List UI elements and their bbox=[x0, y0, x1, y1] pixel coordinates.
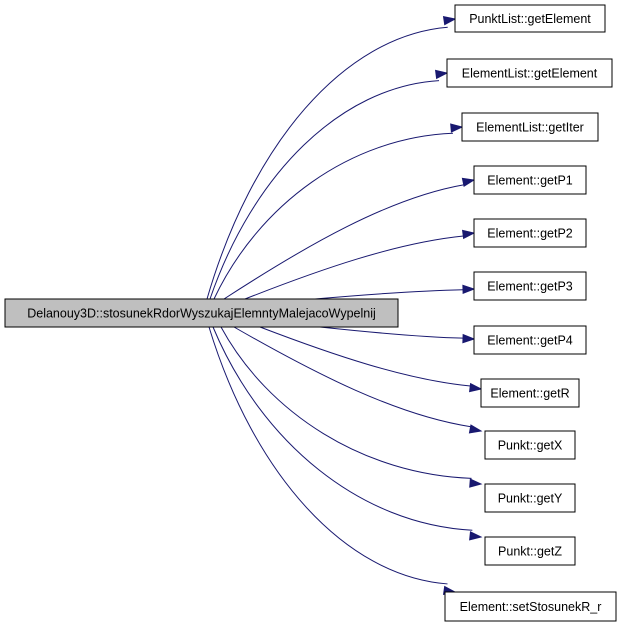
source-node[interactable]: Delanouy3D::stosunekRdorWyszukajElemntyM… bbox=[4, 298, 399, 328]
callee-node-label: Element::getP4 bbox=[487, 334, 573, 348]
callee-node-element-setstosunekr-r[interactable]: Element::setStosunekR_r bbox=[444, 591, 617, 622]
arrowhead-icon bbox=[469, 382, 483, 393]
call-edge-punkt-getz bbox=[212, 326, 473, 531]
call-edge-punkt-gety bbox=[220, 326, 472, 479]
source-node-box bbox=[4, 298, 399, 328]
arrowhead-icon bbox=[442, 16, 457, 26]
callee-node-label: Element::getP3 bbox=[487, 280, 573, 294]
call-edge-elementlist-getiter bbox=[213, 132, 453, 300]
callee-node-punktlist-getelement[interactable]: PunktList::getElement bbox=[454, 4, 606, 33]
call-edge-element-setstosunekr-r bbox=[208, 326, 448, 585]
call-edge-element-getr bbox=[259, 326, 471, 387]
callee-node-label: ElementList::getIter bbox=[476, 121, 584, 135]
call-edges bbox=[206, 16, 483, 596]
arrowhead-icon bbox=[461, 229, 476, 240]
arrowhead-icon bbox=[434, 69, 449, 80]
callee-node-box bbox=[446, 58, 613, 88]
arrowhead-icon bbox=[462, 284, 476, 295]
callee-node-element-getr[interactable]: Element::getR bbox=[480, 378, 580, 408]
callee-node-label: Element::getP1 bbox=[487, 174, 573, 188]
callee-node-box bbox=[480, 378, 580, 408]
call-edge-element-getp3 bbox=[314, 289, 464, 300]
source-node-label: Delanouy3D::stosunekRdorWyszukajElemntyM… bbox=[27, 307, 376, 321]
callee-node-elementlist-getiter[interactable]: ElementList::getIter bbox=[461, 112, 599, 142]
arrowhead-icon bbox=[461, 177, 476, 187]
callee-node-box bbox=[484, 536, 576, 566]
callee-node-element-getp4[interactable]: Element::getP4 bbox=[473, 325, 587, 355]
callee-node-element-getp2[interactable]: Element::getP2 bbox=[473, 218, 587, 248]
callee-node-punkt-getx[interactable]: Punkt::getX bbox=[484, 430, 576, 460]
callee-node-box bbox=[473, 165, 587, 195]
arrowhead-icon bbox=[468, 424, 483, 434]
callee-node-box bbox=[473, 271, 587, 301]
call-edge-element-getp2 bbox=[244, 235, 464, 300]
callee-node-label: Element::getP2 bbox=[487, 227, 573, 241]
call-edge-punktlist-getelement bbox=[206, 26, 448, 300]
callee-node-label: Punkt::getX bbox=[498, 439, 563, 453]
callee-node-box bbox=[444, 591, 617, 622]
callee-node-box bbox=[454, 4, 606, 33]
call-edge-element-getp4 bbox=[319, 326, 464, 339]
callee-node-label: Punkt::getZ bbox=[498, 545, 562, 559]
callee-node-label: Element::getR bbox=[490, 387, 569, 401]
callee-node-box bbox=[461, 112, 599, 142]
arrowhead-icon bbox=[469, 531, 483, 541]
callee-node-label: Punkt::getY bbox=[498, 492, 563, 506]
callee-node-element-getp1[interactable]: Element::getP1 bbox=[473, 165, 587, 195]
callee-node-box bbox=[473, 218, 587, 248]
callee-node-label: ElementList::getElement bbox=[462, 67, 598, 81]
callee-node-box bbox=[484, 483, 576, 513]
callee-node-box bbox=[473, 325, 587, 355]
call-edge-element-getp1 bbox=[223, 184, 465, 300]
callee-nodes: PunktList::getElementElementList::getEle… bbox=[444, 4, 617, 622]
call-edge-elementlist-getelement bbox=[209, 80, 440, 300]
callee-node-label: Element::setStosunekR_r bbox=[460, 600, 602, 614]
callee-node-label: PunktList::getElement bbox=[469, 12, 591, 26]
callee-node-punkt-getz[interactable]: Punkt::getZ bbox=[484, 536, 576, 566]
callee-node-element-getp3[interactable]: Element::getP3 bbox=[473, 271, 587, 301]
callee-node-punkt-gety[interactable]: Punkt::getY bbox=[484, 483, 576, 513]
arrowhead-icon bbox=[450, 123, 464, 133]
arrowhead-icon bbox=[469, 478, 483, 488]
callee-node-elementlist-getelement[interactable]: ElementList::getElement bbox=[446, 58, 613, 88]
callee-node-box bbox=[484, 430, 576, 460]
call-edge-punkt-getx bbox=[233, 326, 471, 428]
arrowhead-icon bbox=[462, 333, 476, 344]
